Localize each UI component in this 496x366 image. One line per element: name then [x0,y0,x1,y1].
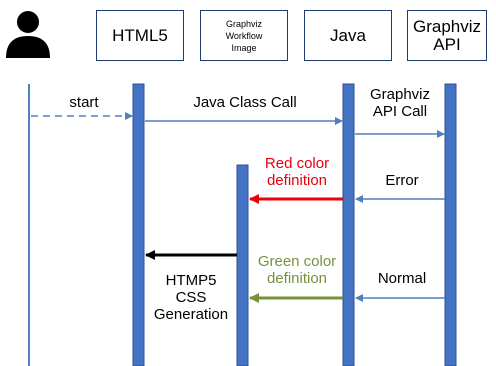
participant-html5: HTML5 [96,10,184,61]
label-java-class-call: Java Class Call [193,94,297,111]
label-error: Error [385,172,419,189]
label-normal: Normal [377,270,427,287]
user-actor-icon [6,11,50,58]
label-graphviz-api-call: Graphviz API Call [369,86,431,120]
graphviz-api-activation-bar [444,83,457,366]
html5-activation-bar [132,83,145,366]
label-red-color-definition: Red color definition [264,155,330,189]
participant-workflow-image: Graphviz Workflow Image [200,10,288,61]
label-start: start [69,94,99,111]
label-green-color-definition: Green color definition [257,253,337,287]
participant-graphviz-api: Graphviz API [407,10,487,61]
workflow-image-activation-bar [236,164,249,366]
java-activation-bar [342,83,355,366]
label-htmp5-css-generation: HTMP5 CSS Generation [153,272,229,323]
participant-java: Java [304,10,392,61]
